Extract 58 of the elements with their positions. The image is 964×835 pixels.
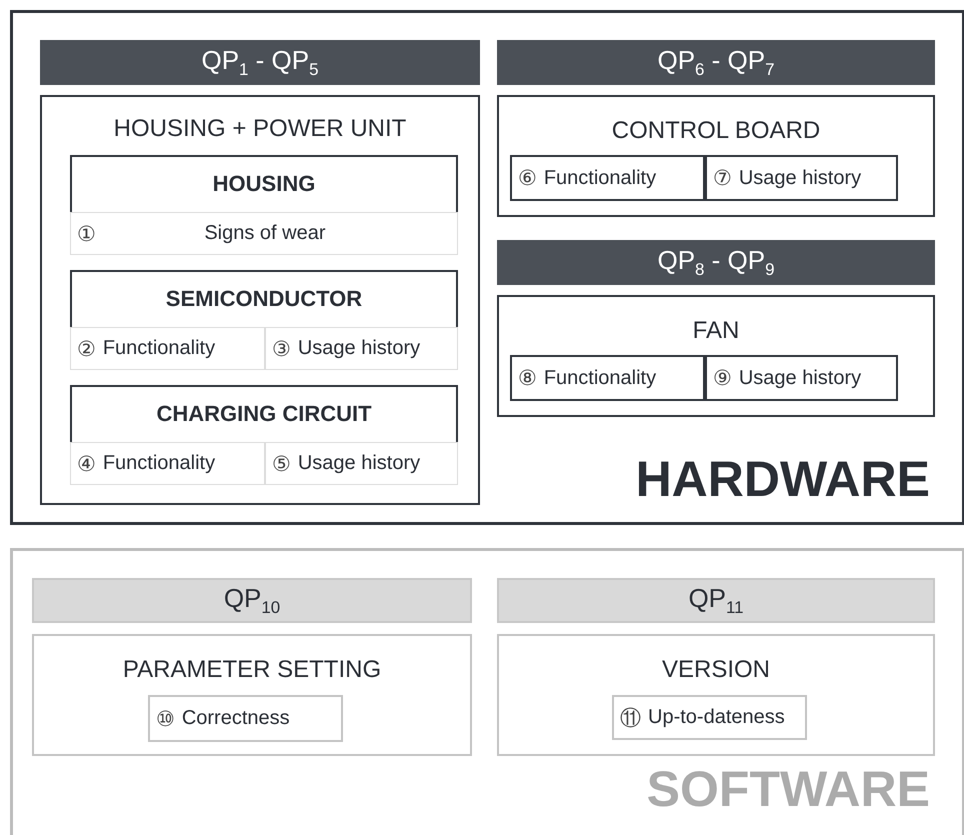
item-label: Functionality [544,166,656,190]
component-box [497,634,935,756]
subcomponent-box [70,270,458,370]
subcomponent-box [70,155,458,255]
circled-number: ① [77,222,96,246]
item-label: Usage history [738,166,862,190]
circled-number: ⑨ [713,366,732,390]
qp-header-bar: QP$_{10}$ [32,578,472,623]
panel-title: SOFTWARE [646,760,930,818]
circled-number: ⑦ [713,166,732,190]
box-title: SEMICONDUCTOR [164,286,364,312]
box-title: HOUSING + POWER UNIT [112,115,408,143]
item-label: Functionality [544,366,656,390]
component-box [497,295,935,417]
software-panel [10,548,964,835]
qp-header-bar: QP$_{11}$ [497,578,935,623]
check-item-cell [70,212,458,255]
check-item-cell [265,327,458,370]
item-label: Usage history [298,452,420,475]
box-title: HOUSING [212,171,316,197]
check-item-cell [705,155,898,201]
component-box [40,95,480,505]
qp-header-bar: QP$_{8}$ - QP$_{9}$ [497,240,935,285]
check-item-cell [148,695,343,742]
item-label: Functionality [102,337,216,360]
check-item-cell [70,327,265,370]
qp-header-bar: QP$_{1}$ - QP$_{5}$ [40,40,480,85]
box-title: CONTROL BOARD [610,117,822,145]
item-label: Signs of wear [203,222,326,245]
check-item-cell [705,355,898,401]
check-item-cell [70,442,265,485]
item-label: Correctness [182,707,290,730]
component-box [32,634,472,756]
box-title: CHARGING CIRCUIT [155,401,373,427]
check-item-cell [510,155,705,201]
item-label: Usage history [298,337,420,360]
check-item-cell [510,355,705,401]
item-label: Functionality [102,452,216,475]
qp-header-bar: QP$_{6}$ - QP$_{7}$ [497,40,935,85]
panel-title: HARDWARE [636,450,930,508]
box-title: PARAMETER SETTING [122,656,382,684]
circled-number: ⑪ [620,704,641,732]
box-title: FAN [692,317,740,345]
circled-number: ④ [77,452,96,476]
subcomponent-box [70,385,458,485]
check-item-cell [265,442,458,485]
hardware-panel [10,10,964,525]
circled-number: ⑩ [156,706,175,730]
circled-number: ② [77,336,96,360]
circled-number: ⑥ [518,166,537,190]
box-title: VERSION [660,656,772,684]
circled-number: ⑧ [518,366,537,390]
circled-number: ⑤ [272,452,291,476]
item-label: Up-to-dateness [648,706,785,729]
component-box [497,95,935,217]
check-item-cell [612,695,807,740]
item-label: Usage history [738,366,862,390]
circled-number: ③ [272,336,291,360]
